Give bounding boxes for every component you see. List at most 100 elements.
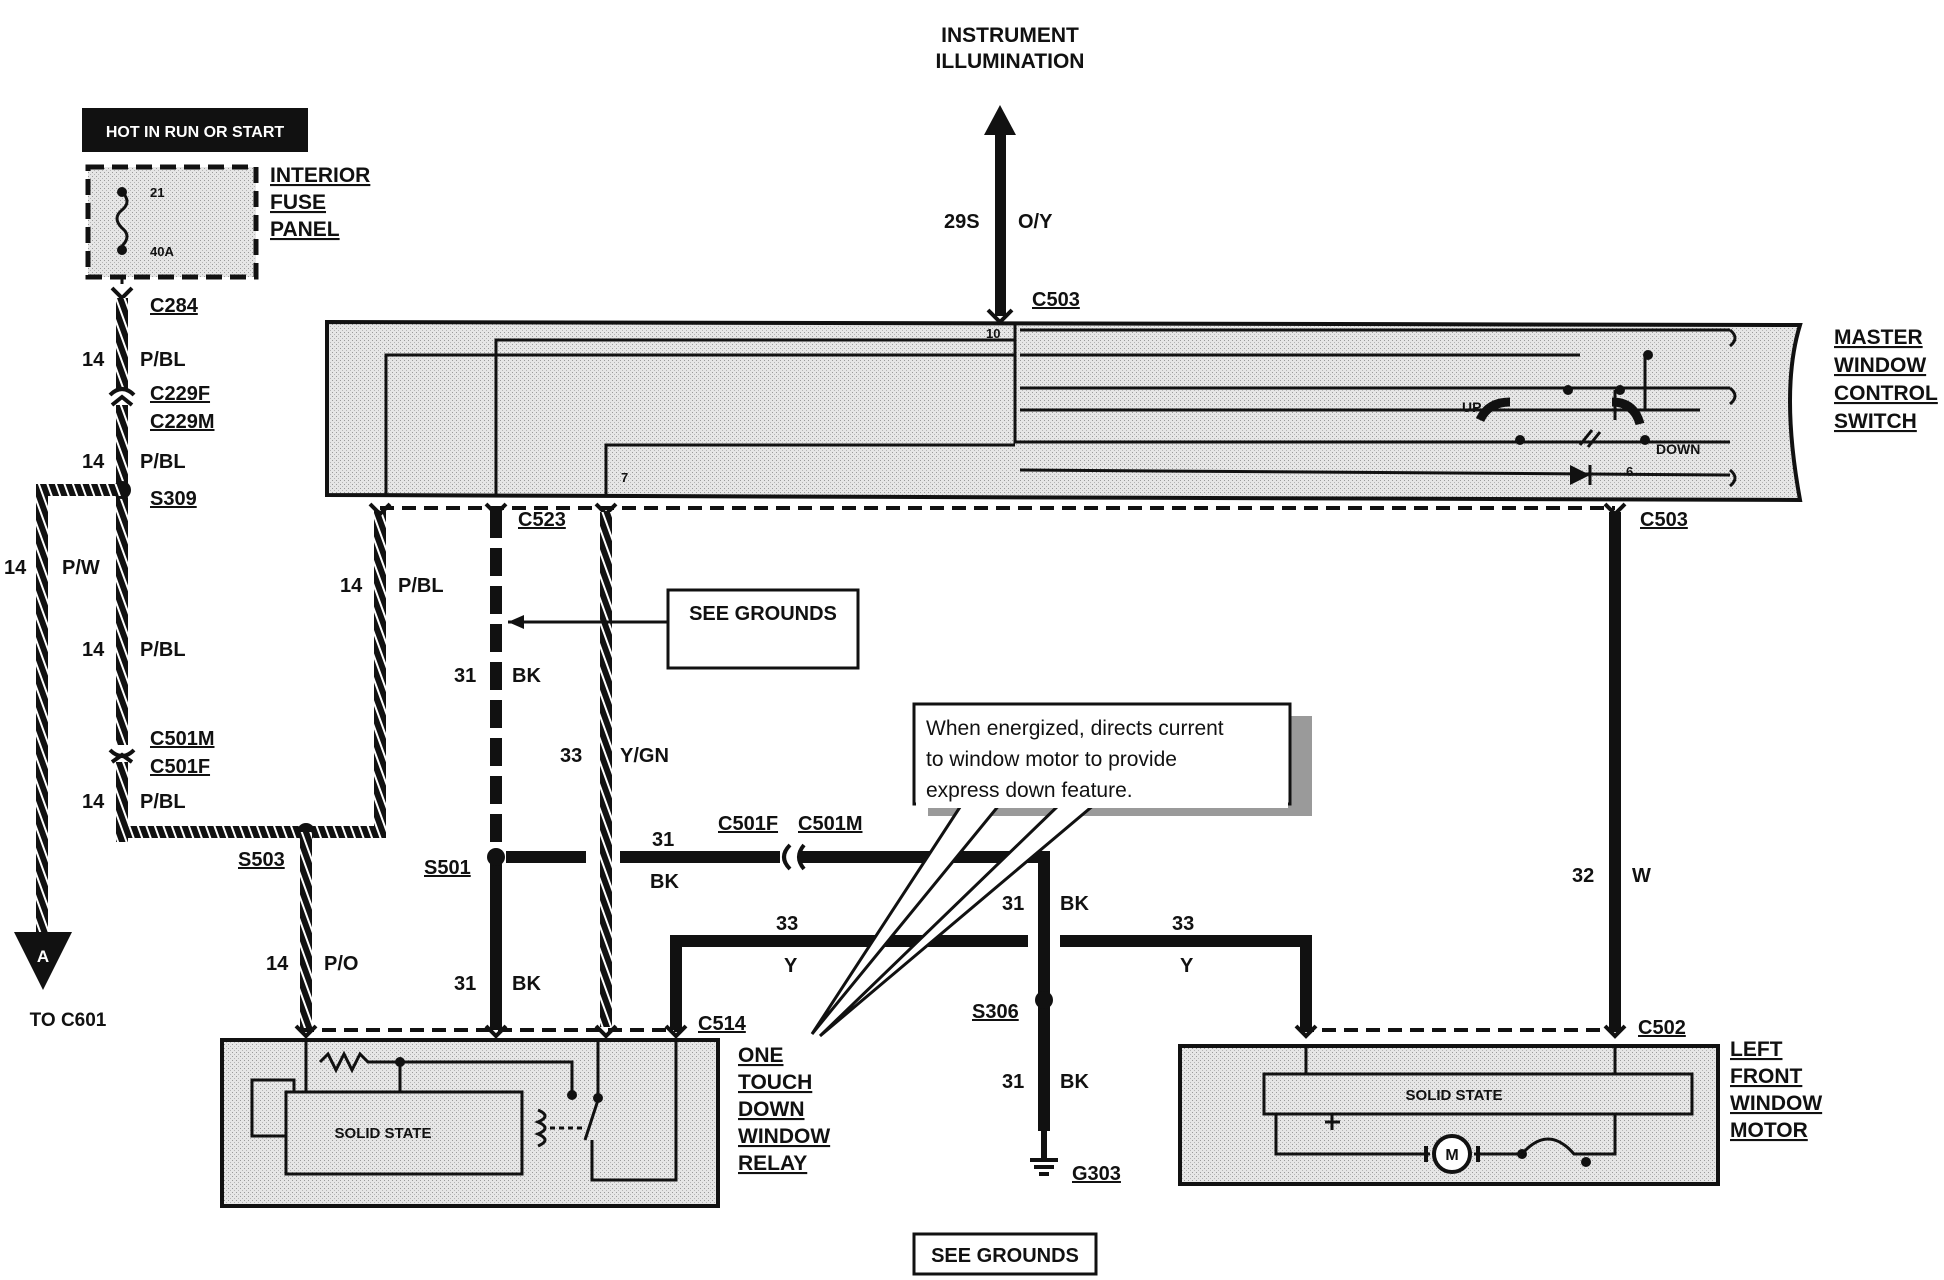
ygn-wire (600, 512, 612, 1027)
relay-inner-label: SOLID STATE (335, 1125, 432, 1142)
motor-symbol: M (1445, 1147, 1458, 1164)
w3-color: P/W (62, 557, 100, 579)
s501-label: S501 (424, 857, 471, 879)
one-touch-down-window-relay: SOLID STATE ONE TOUCH DOWN WINDOW RELAY (220, 1038, 830, 1208)
w8-num: 31 (454, 665, 476, 687)
w10-num: 31 (652, 829, 674, 851)
pin-top: 10 (986, 326, 1000, 341)
c523-label: C523 (518, 509, 566, 531)
motor-name-4: MOTOR (1730, 1119, 1808, 1142)
c501f-left-label: C501F (150, 756, 210, 778)
relay-name-4: WINDOW (738, 1125, 830, 1148)
w7-color: O/Y (1018, 211, 1053, 233)
motor-name-1: LEFT (1730, 1038, 1783, 1061)
s306-label: S306 (972, 1001, 1019, 1023)
arrow-a-letter: A (37, 947, 49, 966)
w12-color: BK (512, 973, 541, 995)
w17-color: W (1632, 865, 1651, 887)
see-grounds-top: SEE GROUNDS (508, 588, 860, 670)
pbl-loop-wire (116, 510, 386, 1028)
left-feed-wire (108, 277, 136, 842)
w16-color: BK (1060, 1071, 1089, 1093)
relay-name-5: RELAY (738, 1152, 807, 1175)
c229f-label: C229F (150, 383, 210, 405)
w15-color: Y (1180, 955, 1194, 977)
w14-color: BK (1060, 893, 1089, 915)
c514-c502-pins (294, 1024, 1627, 1039)
connector-labels: C284 C229F C229M S309 C501M C501F S503 C… (150, 289, 1688, 1185)
w2-num: 14 (82, 451, 105, 473)
w14-num: 31 (1002, 893, 1024, 915)
motor-name-2: FRONT (1730, 1065, 1802, 1088)
w8-color: BK (512, 665, 541, 687)
w4-color: P/BL (140, 639, 186, 661)
arrow-a-label: TO C601 (30, 1010, 107, 1031)
c502-label: C502 (1638, 1017, 1686, 1039)
express-down-callout: When energized, directs current to windo… (810, 702, 1312, 1038)
s501-horizontal-bk (506, 843, 1058, 1176)
c514-label: C514 (698, 1013, 747, 1035)
fuse-panel-name-3: PANEL (270, 218, 340, 241)
relay-name-3: DOWN (738, 1098, 805, 1121)
fuse-panel-name-2: FUSE (270, 191, 326, 214)
see-grounds-top-label: SEE GROUNDS (689, 603, 837, 625)
c284-label: C284 (150, 295, 199, 317)
switch-name-1: MASTER (1834, 326, 1923, 349)
hot-in-run-label-box: HOT IN RUN OR START (82, 108, 308, 152)
y-wire (670, 935, 1312, 1030)
w5-color: P/BL (140, 791, 186, 813)
g303-label: G303 (1072, 1163, 1121, 1185)
switch-name-2: WINDOW (1834, 354, 1926, 377)
fuse-panel-name-1: INTERIOR (270, 164, 370, 187)
instrument-illumination-wire: INSTRUMENT ILLUMINATION (936, 24, 1084, 325)
switch-name-4: SWITCH (1834, 410, 1917, 433)
w13-color: Y (784, 955, 798, 977)
bk-ground-wire-left (487, 510, 505, 1030)
pw-wire-to-a: A TO C601 (14, 484, 122, 1031)
w1-color: P/BL (140, 349, 186, 371)
c503-right-label: C503 (1640, 509, 1688, 531)
down-label: DOWN (1656, 441, 1700, 457)
w7-num: 29S (944, 211, 980, 233)
c501m-left-label: C501M (150, 728, 214, 750)
pin-right: 6 (1626, 464, 1633, 479)
w6-color: P/BL (398, 575, 444, 597)
w13-num: 33 (776, 913, 798, 935)
w11-num: 14 (266, 953, 289, 975)
s503-label: S503 (238, 849, 285, 871)
w16-num: 31 (1002, 1071, 1024, 1093)
hot-in-run-label: HOT IN RUN OR START (106, 124, 285, 141)
w4-num: 14 (82, 639, 105, 661)
w12-num: 31 (454, 973, 476, 995)
relay-name-2: TOUCH (738, 1071, 812, 1094)
w5-num: 14 (82, 791, 105, 813)
master-window-control-switch: 10 7 6 UP DOWN MASTER WINDOW CONTROL SWI… (325, 319, 1938, 503)
w9-num: 33 (560, 745, 582, 767)
w3-num: 14 (4, 557, 27, 579)
w2-color: P/BL (140, 451, 186, 473)
w11-color: P/O (324, 953, 358, 975)
motor-inner-label: SOLID STATE (1406, 1087, 1503, 1104)
fuse-rating: 40A (150, 244, 174, 259)
left-front-window-motor: SOLID STATE M LEFT FRONT WINDOW MOTOR (1178, 1038, 1822, 1186)
s309-label: S309 (150, 488, 197, 510)
c503-top-label: C503 (1032, 289, 1080, 311)
c229m-label: C229M (150, 411, 214, 433)
callout-line-3: express down feature. (926, 779, 1133, 802)
motor-name-3: WINDOW (1730, 1092, 1822, 1115)
w9-color: Y/GN (620, 745, 669, 767)
see-grounds-bottom-label: SEE GROUNDS (931, 1245, 1079, 1267)
w15-num: 33 (1172, 913, 1194, 935)
fuse-number: 21 (150, 185, 164, 200)
callout-line-1: When energized, directs current (926, 717, 1224, 740)
w6-num: 14 (340, 575, 363, 597)
w10-color: BK (650, 871, 679, 893)
w1-num: 14 (82, 349, 105, 371)
pin-left: 7 (621, 470, 628, 485)
w17-num: 32 (1572, 865, 1594, 887)
up-label: UP (1462, 399, 1481, 415)
c501m-mid-label: C501M (798, 813, 862, 835)
instrument-illumination-1: INSTRUMENT (941, 24, 1079, 47)
c501f-mid-label: C501F (718, 813, 778, 835)
